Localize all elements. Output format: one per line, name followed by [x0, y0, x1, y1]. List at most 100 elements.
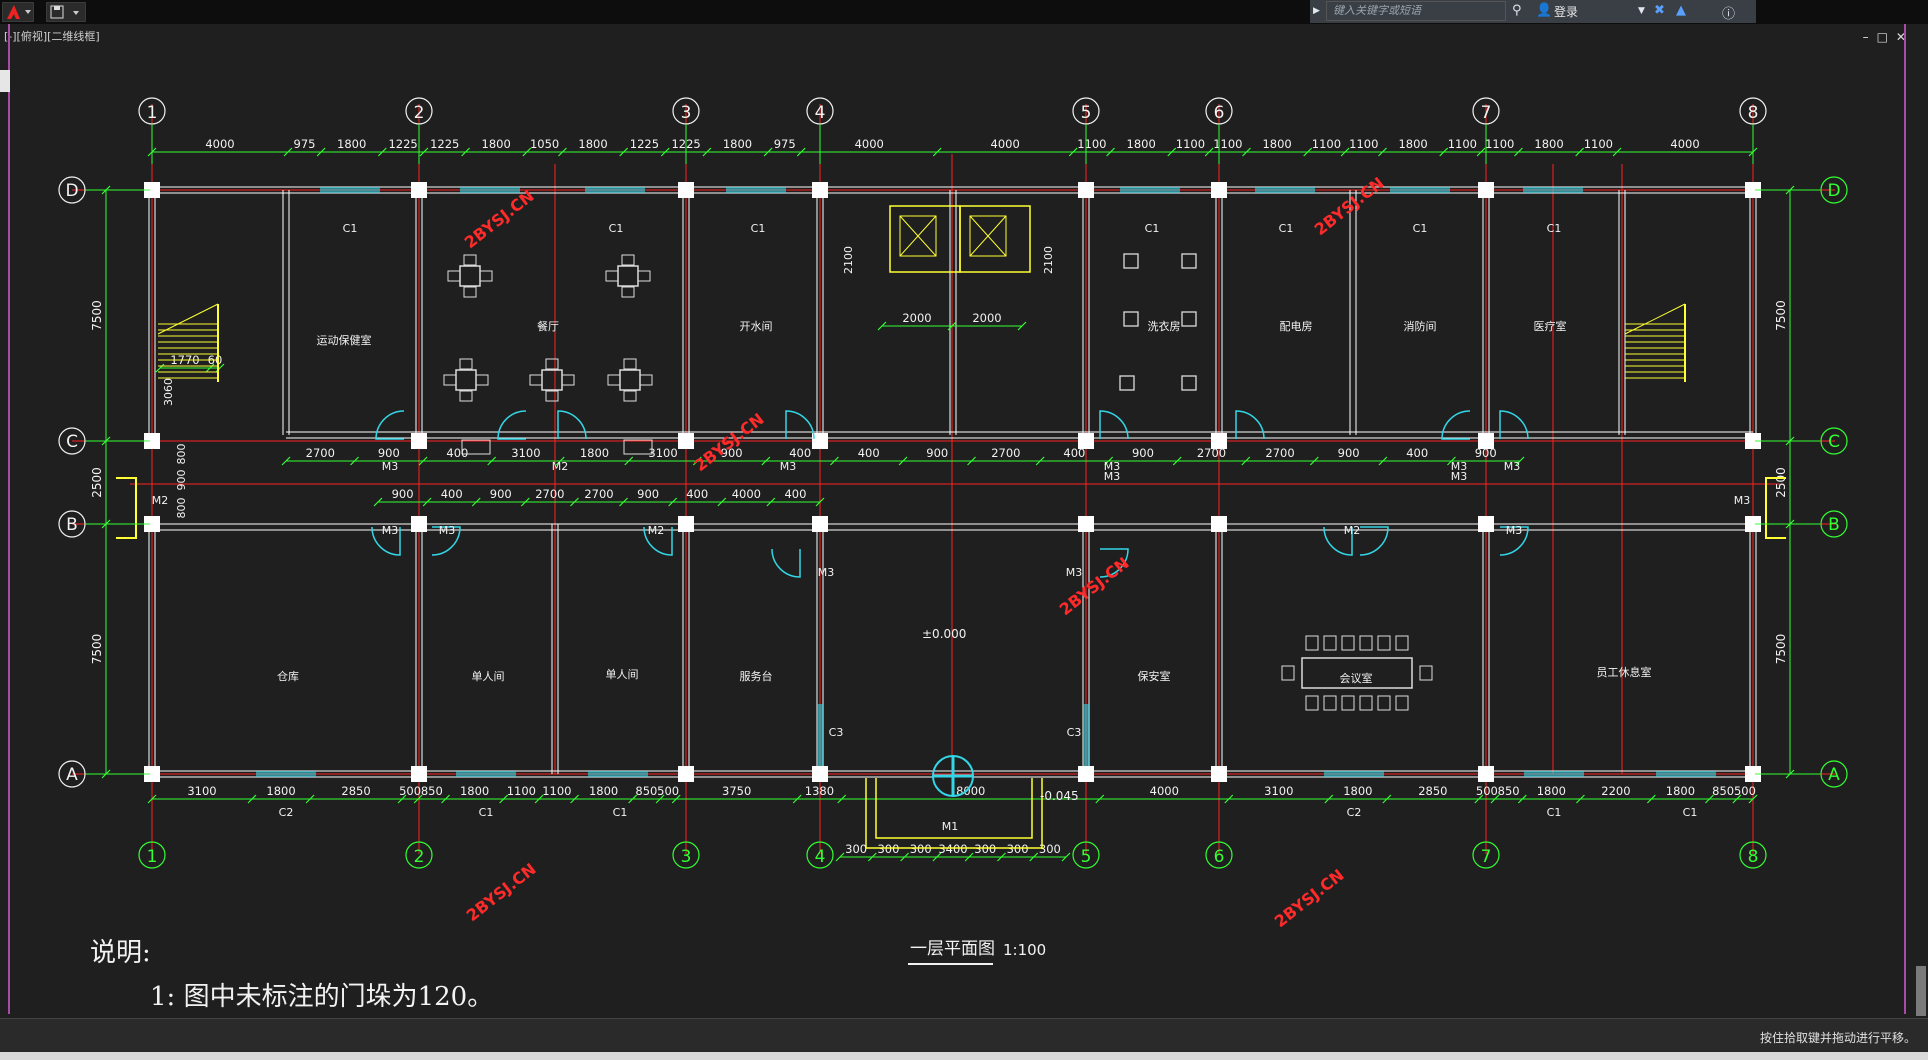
corridor-dimension-top-label: 900 — [926, 446, 948, 460]
grid-number-bottom: 4 — [815, 847, 826, 867]
exchange-icon[interactable]: ✖ — [1654, 3, 1665, 18]
bottom-dimension-tick — [1575, 794, 1585, 804]
help-icon[interactable]: ⓘ — [1722, 7, 1736, 22]
window-controls[interactable]: –□✕ — [1862, 30, 1914, 44]
corridor-dimension-bottom-tick — [373, 497, 383, 507]
watermark-text: 2BYSJ.CN — [1311, 173, 1388, 239]
corridor-dimension-top-label: 400 — [1063, 446, 1085, 460]
corridor-dimension-top-label: 900 — [721, 446, 743, 460]
door-north-5 — [1235, 410, 1265, 440]
corridor-dimension-bottom-label: 2700 — [584, 487, 613, 501]
door-north-4 — [1099, 410, 1129, 440]
chair — [1395, 635, 1409, 651]
top-dimension-label: 1800 — [482, 137, 511, 151]
window-south-5 — [1656, 771, 1716, 777]
column — [1478, 766, 1494, 782]
lift-dimension-label: 2100 — [842, 246, 855, 274]
expand-arrow-icon[interactable]: ▶ — [1313, 6, 1320, 16]
chair — [561, 374, 575, 386]
column — [411, 766, 427, 782]
grid-number-bottom: 3 — [681, 847, 692, 867]
login-button[interactable]: 登录 — [1554, 5, 1579, 19]
window-label: C1 — [609, 222, 624, 235]
watermark-text: 2BYSJ.CN — [1056, 553, 1133, 619]
column — [1478, 182, 1494, 198]
grid-bubble-bottom — [1472, 841, 1500, 869]
grid-number-top: 2 — [414, 103, 425, 123]
window-south-1 — [456, 771, 516, 777]
window-label: C2 — [1347, 806, 1362, 819]
vertical-scrollbar[interactable] — [1916, 966, 1926, 1016]
bottom-dimension-label: 1100 — [542, 784, 571, 798]
room-label: 餐厅 — [537, 319, 559, 333]
chair — [1305, 695, 1319, 711]
top-dimension-label: 1225 — [630, 137, 659, 151]
corridor-dimension-top-label: 900 — [1475, 446, 1497, 460]
quick-access-toolbar[interactable] — [46, 2, 86, 22]
corridor-dimension-top-label: 400 — [789, 446, 811, 460]
watermark-text: 2BYSJ.CN — [691, 409, 768, 475]
window-label: C3 — [1067, 726, 1082, 739]
chair — [1359, 635, 1373, 651]
door-label: M2 — [552, 460, 569, 473]
room-label: 保安室 — [1138, 669, 1171, 683]
viewport-controls-label[interactable]: [-][俯视][二维线框] — [4, 30, 100, 43]
autocad-logo-icon — [7, 5, 31, 19]
search-input[interactable]: 键入关键字或短语 — [1326, 1, 1506, 21]
column — [1078, 182, 1094, 198]
chevron-down-icon[interactable]: ▼ — [1638, 6, 1645, 16]
bottom-dimension-label: 1800 — [1537, 784, 1566, 798]
app-menu-button[interactable] — [2, 2, 34, 22]
top-dimension-label: 1100 — [1312, 137, 1341, 151]
corridor-dimension-bottom-tick — [668, 497, 678, 507]
dining-table — [617, 265, 639, 287]
top-dimension-tick — [316, 147, 326, 157]
bottom-dimension-label: 500 — [1476, 784, 1498, 798]
corridor-dimension-bottom-tick — [471, 497, 481, 507]
window-label: C1 — [1413, 222, 1428, 235]
ramp-east — [1765, 477, 1786, 539]
corridor-dimension-bottom-label: 900 — [490, 487, 512, 501]
grid-number-top: 4 — [815, 103, 826, 123]
door-label: M3 — [1506, 524, 1523, 537]
lift-dimension-label: 2000 — [902, 311, 931, 325]
door-south-4 — [1099, 548, 1129, 578]
chair — [623, 390, 637, 402]
top-dimension-tick — [1612, 147, 1622, 157]
door-label: M2 — [1344, 524, 1361, 537]
bottom-dimension-tick — [1095, 794, 1105, 804]
corridor-dimension-top-tick — [1035, 456, 1045, 466]
column — [144, 766, 160, 782]
bottom-dimension-tick — [792, 794, 802, 804]
binoculars-icon[interactable]: ⚲ — [1512, 3, 1522, 18]
stairs — [116, 205, 1786, 849]
a360-icon[interactable]: ▲ — [1676, 3, 1686, 18]
corridor-dimension-bottom-label: 400 — [784, 487, 806, 501]
bottom-dimension-tick — [1382, 794, 1392, 804]
meeting-table — [1301, 657, 1413, 689]
corridor-dimension-top-label: 900 — [1132, 446, 1154, 460]
grid-number-bottom: 6 — [1214, 847, 1225, 867]
grid-bubble-right — [1820, 176, 1848, 204]
grid-letter-right: A — [1828, 765, 1840, 785]
bottom-dimension-tick — [1732, 794, 1742, 804]
column — [1745, 433, 1761, 449]
bottom-dimension-label: 500 — [657, 784, 679, 798]
window-north-5 — [1255, 187, 1315, 193]
corridor-dimension-top-tick — [1378, 456, 1388, 466]
bottom-dimension-label: 1380 — [805, 784, 834, 798]
corridor-dimension-bottom-label: 4000 — [732, 487, 761, 501]
door-label: M3 — [1451, 470, 1468, 483]
corridor-dimension-top-label: 1800 — [580, 446, 609, 460]
lift-shaft — [959, 205, 1031, 273]
stair-dimension-tick — [155, 363, 165, 373]
column — [144, 433, 160, 449]
chair — [637, 270, 651, 282]
corridor-dimension-top-tick — [830, 456, 839, 466]
washing-machine — [1123, 311, 1139, 327]
top-dimension-label: 1100 — [1077, 137, 1106, 151]
side-panel-tab[interactable] — [0, 70, 10, 92]
door-label: M1 — [942, 820, 959, 833]
bottom-dimension-label: 1800 — [460, 784, 489, 798]
